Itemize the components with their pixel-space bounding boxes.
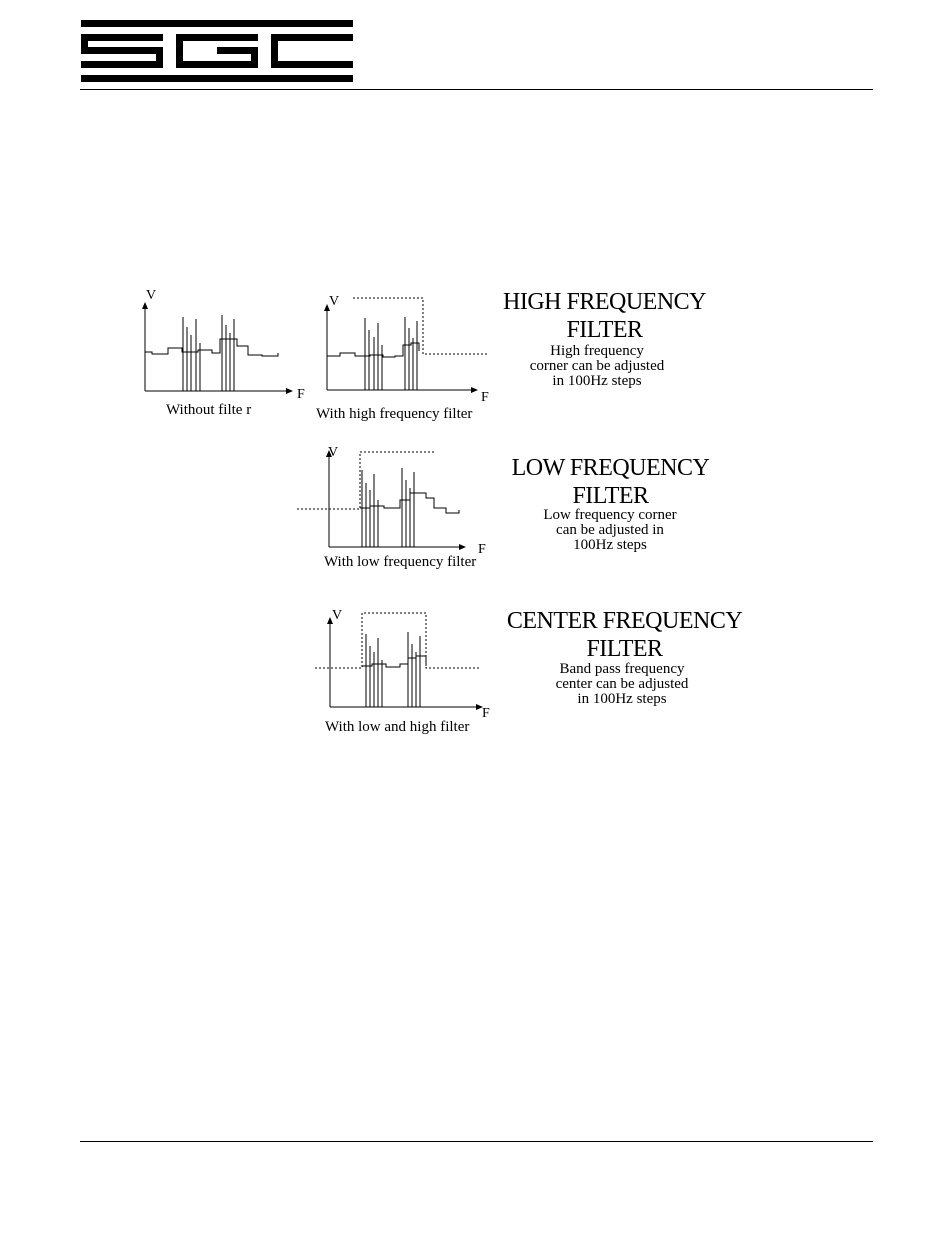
caption-center-frequency: With low and high filter <box>325 719 470 735</box>
x-axis-label: F <box>481 390 489 405</box>
y-axis-label: V <box>332 608 342 623</box>
graph-high-frequency: V F <box>324 294 489 405</box>
heading-center-frequency: CENTER FREQUENCY FILTER <box>492 607 757 663</box>
desc-line: can be adjusted in <box>556 522 664 538</box>
graph-without-filter: V F <box>142 288 305 402</box>
desc-line: in 100Hz steps <box>552 373 642 389</box>
desc-center-frequency: Band pass frequency center can be adjust… <box>522 662 722 707</box>
y-axis-label: V <box>328 445 338 460</box>
desc-line: in 100Hz steps <box>577 691 667 707</box>
x-axis-label: F <box>297 387 305 402</box>
x-axis-label: F <box>478 542 486 557</box>
caption-low-frequency: With low frequency filter <box>324 554 477 570</box>
heading-line: LOW FREQUENCY <box>511 455 710 481</box>
desc-high-frequency: High frequency corner can be adjusted in… <box>497 344 697 389</box>
desc-low-frequency: Low frequency corner can be adjusted in … <box>510 508 710 553</box>
desc-line: High frequency <box>550 343 644 359</box>
heading-high-frequency: HIGH FREQUENCY FILTER <box>482 288 727 344</box>
desc-line: Band pass frequency <box>559 661 685 677</box>
heading-line: FILTER <box>572 483 649 509</box>
caption-high-frequency: With high frequency filter <box>316 406 473 422</box>
y-axis-label: V <box>146 288 156 303</box>
graph-center-frequency: V F <box>315 608 490 721</box>
heading-line: FILTER <box>586 636 663 662</box>
caption-without-filter: Without filte r <box>166 402 252 418</box>
footer-rule <box>80 1141 873 1142</box>
desc-line: 100Hz steps <box>573 537 647 553</box>
heading-low-frequency: LOW FREQUENCY FILTER <box>488 454 733 510</box>
desc-line: corner can be adjusted <box>529 358 665 374</box>
y-axis-label: V <box>329 294 339 309</box>
x-axis-label: F <box>482 706 490 721</box>
desc-line: Low frequency corner <box>543 507 677 523</box>
graph-low-frequency: V F <box>297 445 486 557</box>
heading-line: CENTER FREQUENCY <box>506 608 743 634</box>
desc-line: center can be adjusted <box>555 676 689 692</box>
heading-line: FILTER <box>566 317 643 343</box>
sgc-logo <box>81 20 353 82</box>
heading-line: HIGH FREQUENCY <box>503 289 707 315</box>
header-rule <box>80 89 873 90</box>
